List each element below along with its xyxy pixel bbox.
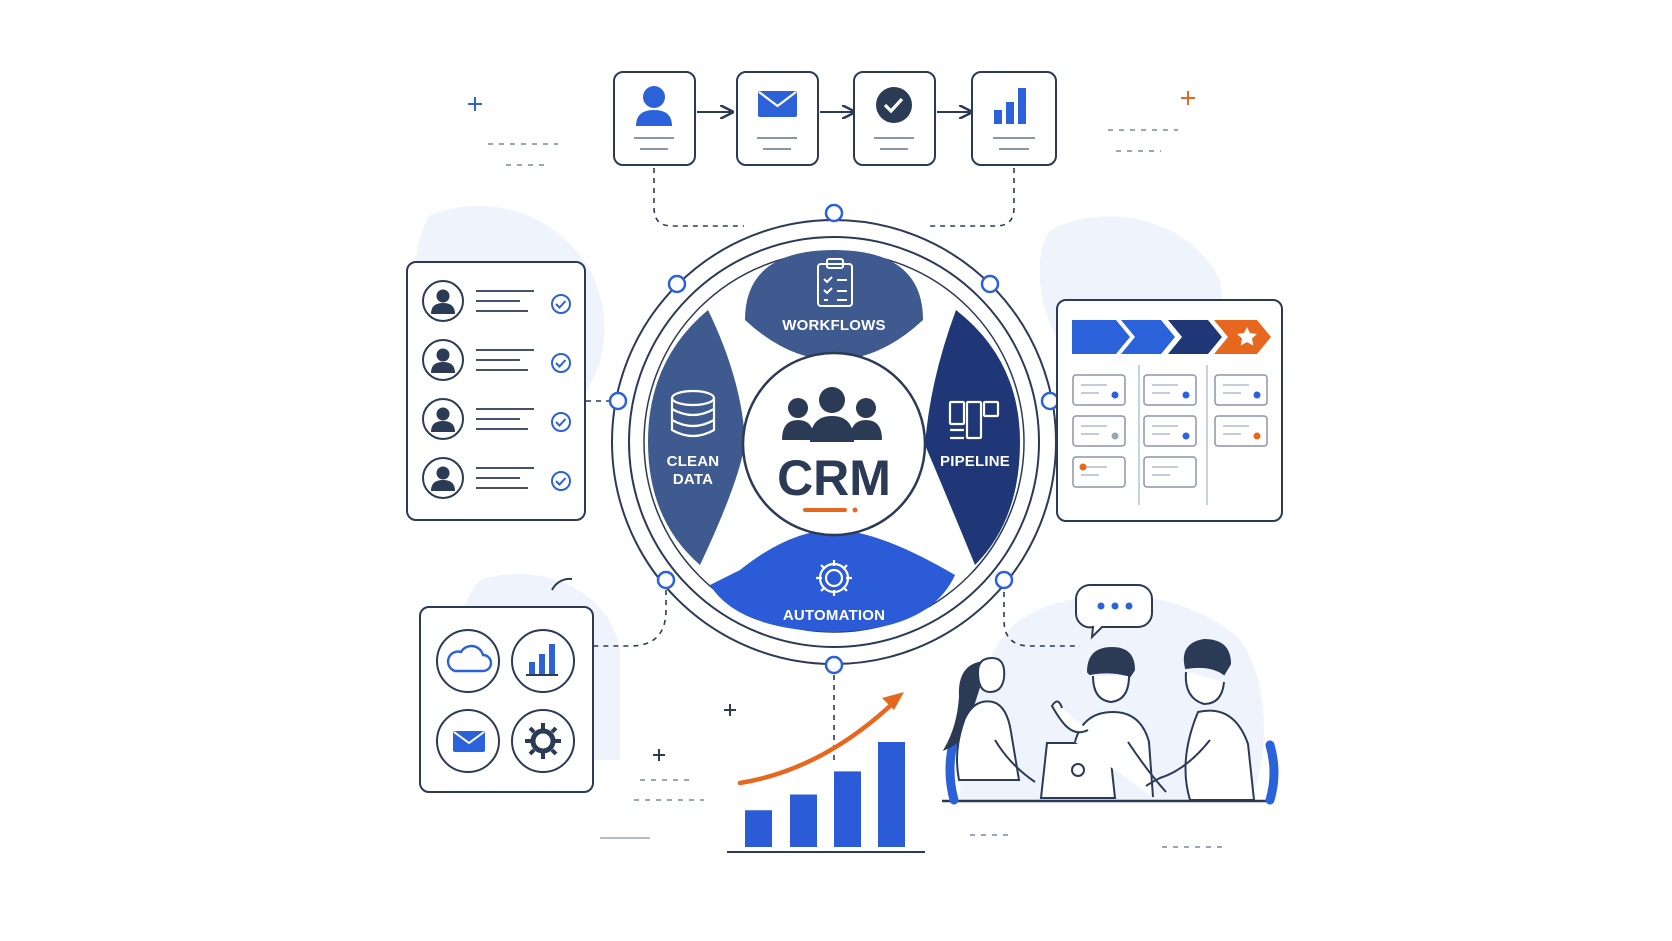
chat-bubble-icon [1074,584,1153,640]
contact-row[interactable] [422,280,571,322]
growth-chart [727,692,925,853]
pipeline-stages [1072,320,1271,354]
flow-card-chart[interactable] [971,71,1057,166]
integrations-panel [419,606,594,793]
decorations [468,91,1222,848]
integration-analytics[interactable] [511,629,575,693]
integration-settings[interactable] [511,709,575,773]
check-circle-icon [551,412,571,432]
ring-nodes [608,203,1060,675]
team-meeting-illustration [942,584,1279,805]
pipeline-card[interactable] [1214,415,1268,447]
avatar-icon [422,398,464,440]
contact-row[interactable] [422,398,571,440]
check-circle-icon [551,471,571,491]
avatar-icon [422,339,464,381]
kanban-icon [948,400,1000,440]
pipeline-card[interactable] [1072,456,1126,488]
flow-card-email[interactable] [736,71,819,166]
team-icon [782,387,882,442]
growth-bar [790,794,817,847]
gear-icon [816,560,852,596]
segment-label-workflows: WORKFLOWS [782,317,885,334]
cloud-icon [446,644,493,673]
flow-card-user[interactable] [613,71,696,166]
bar-chart-icon [994,88,1026,124]
contacts-panel [406,261,586,521]
pipeline-card[interactable] [1143,374,1197,406]
crm-title: CRM [777,450,891,506]
pipeline-board [1056,299,1283,522]
pipeline-card[interactable] [1214,374,1268,406]
segment-label-clean-data-line1: CLEAN [667,453,720,470]
check-circle-icon [551,353,571,373]
segment-clean-data[interactable] [648,310,745,565]
bar-chart-icon [529,644,555,674]
envelope-icon [453,731,485,752]
pipeline-card[interactable] [1143,415,1197,447]
crm-wheel: WORKFLOWS CLEAN DATA PIPELINE AUTOMATION… [608,203,1060,675]
check-circle-icon [876,87,912,123]
growth-bar [745,810,772,847]
crm-center[interactable]: CRM [741,351,927,537]
star-icon [1237,327,1257,346]
pipeline-card[interactable] [1143,456,1197,488]
workflow-flow [613,71,1057,166]
pipeline-card[interactable] [1072,374,1126,406]
segment-label-automation: AUTOMATION [783,607,885,624]
gear-icon [525,723,561,759]
segment-label-clean-data-line2: DATA [673,471,713,488]
contact-row[interactable] [422,457,571,499]
avatar-icon [422,457,464,499]
integration-email[interactable] [436,709,500,773]
avatar-icon [422,280,464,322]
growth-arrow [737,703,893,786]
pipeline-card[interactable] [1072,415,1126,447]
integration-cloud[interactable] [436,629,500,693]
segment-automation[interactable] [710,530,955,632]
flow-card-check[interactable] [853,71,936,166]
contact-row[interactable] [422,339,571,381]
segment-label-pipeline: PIPELINE [940,453,1010,470]
check-circle-icon [551,294,571,314]
user-icon [636,86,672,126]
envelope-icon [758,91,797,117]
growth-bar [834,771,861,847]
growth-bar [878,742,905,847]
database-icon [670,389,716,438]
arrowhead-icon [882,692,904,710]
clipboard-icon [817,258,853,307]
